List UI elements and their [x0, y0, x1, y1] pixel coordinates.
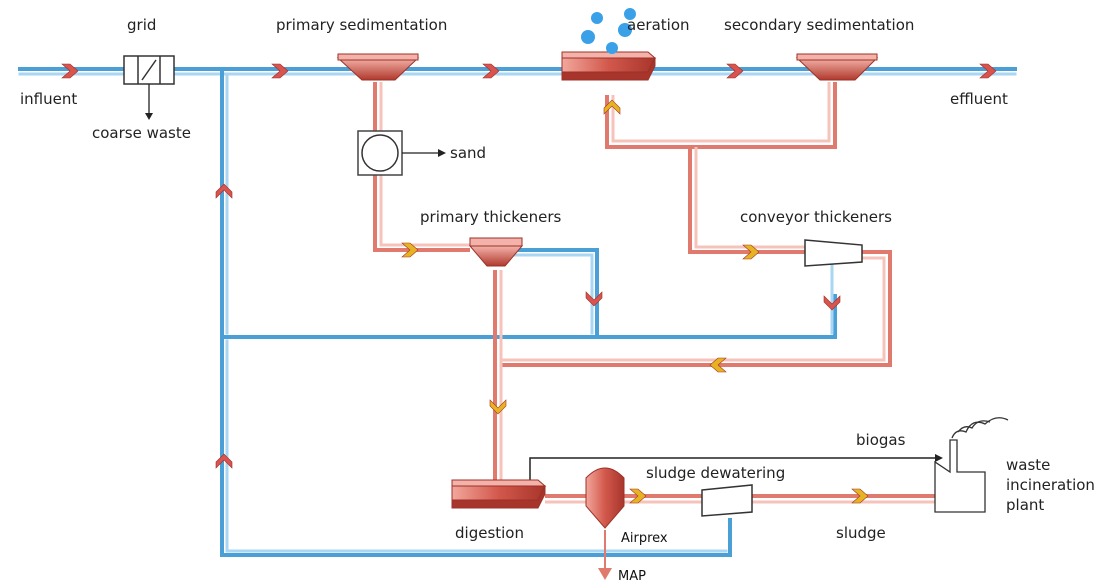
label-biogas: biogas — [856, 431, 906, 449]
label-digestion: digestion — [455, 524, 524, 542]
flow-chevrons-return — [215, 183, 233, 469]
grid-screen — [123, 55, 175, 120]
digestion-tank — [451, 479, 547, 509]
label-sludge: sludge — [836, 524, 886, 542]
label-map: MAP — [618, 569, 646, 584]
label-airprex: Airprex — [621, 531, 668, 546]
secondary-sedimentation-tank — [795, 53, 879, 81]
label-primary-thickeners: primary thickeners — [420, 208, 562, 226]
label-grid: grid — [127, 16, 156, 34]
flow-chevrons-down — [585, 291, 841, 311]
label-secondary-sedimentation: secondary sedimentation — [724, 16, 914, 34]
waste-incineration-plant — [934, 417, 1009, 513]
label-coarse-waste: coarse waste — [92, 124, 191, 142]
primary-sedimentation-tank — [336, 53, 420, 81]
sludge-dewatering-unit — [701, 484, 753, 517]
sand-separator — [357, 130, 446, 176]
label-aeration: aeration — [627, 16, 690, 34]
label-conveyor-thickeners: conveyor thickeners — [740, 208, 892, 226]
flow-chevrons-main — [61, 63, 997, 79]
label-effluent: effluent — [950, 90, 1008, 108]
primary-thickener — [468, 237, 524, 267]
label-sludge-dewatering: sludge dewatering — [646, 464, 785, 482]
aeration-bubbles — [581, 8, 636, 54]
label-primary-sedimentation: primary sedimentation — [276, 16, 447, 34]
label-waste-incineration-1: waste — [1006, 456, 1050, 474]
label-waste-incineration-2: incineration — [1006, 476, 1095, 494]
label-sand: sand — [450, 144, 486, 162]
aeration-tank — [561, 51, 657, 81]
conveyor-thickener — [804, 239, 863, 267]
airprex-reactor — [585, 467, 625, 529]
map-arrow — [598, 530, 612, 580]
flow-chevrons-sludge — [401, 99, 869, 504]
label-waste-incineration-3: plant — [1006, 496, 1044, 514]
biogas-arrowhead — [935, 454, 943, 462]
label-influent: influent — [20, 90, 77, 108]
biogas-line — [529, 457, 935, 486]
